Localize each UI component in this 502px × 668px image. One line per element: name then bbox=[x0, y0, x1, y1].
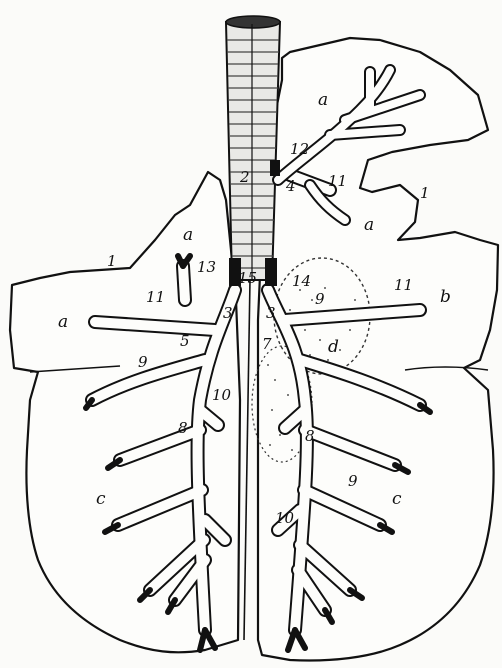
label-10-lower: 10 bbox=[275, 509, 295, 527]
label-c-left: c bbox=[96, 489, 106, 509]
label-7: 7 bbox=[262, 335, 272, 353]
label-14: 14 bbox=[292, 272, 311, 290]
label-9-right: 9 bbox=[348, 472, 358, 490]
label-12: 12 bbox=[290, 140, 309, 158]
label-1-right: 1 bbox=[420, 184, 430, 202]
label-a-upper-left: a bbox=[183, 225, 193, 245]
label-a-left: a bbox=[58, 312, 68, 332]
upper-branch-mark bbox=[270, 160, 280, 176]
label-2: 2 bbox=[239, 168, 250, 186]
label-8-right: 8 bbox=[305, 427, 315, 445]
label-a-mid-right: a bbox=[364, 215, 374, 235]
label-13: 13 bbox=[197, 258, 216, 276]
median-line bbox=[244, 280, 250, 640]
label-d: d bbox=[328, 337, 339, 357]
label-3-left: 3 bbox=[223, 304, 233, 322]
label-8-left: 8 bbox=[178, 419, 188, 437]
label-b: b bbox=[440, 287, 451, 307]
label-9-left: 9 bbox=[138, 353, 148, 371]
label-10-upper: 10 bbox=[212, 386, 232, 404]
trachea bbox=[226, 16, 280, 280]
label-11-right-upper: 11 bbox=[328, 172, 347, 190]
label-a-upper-right: a bbox=[318, 90, 328, 110]
right-main-bronchus-mark bbox=[265, 258, 277, 286]
label-11-left: 11 bbox=[146, 288, 165, 306]
label-5: 5 bbox=[180, 332, 190, 350]
label-1-left: 1 bbox=[107, 252, 117, 270]
label-c-right: c bbox=[392, 489, 402, 509]
label-3-right: 3 bbox=[266, 304, 276, 322]
label-15: 15 bbox=[238, 269, 257, 287]
label-11-right: 11 bbox=[394, 276, 413, 294]
label-4: 4 bbox=[285, 177, 296, 195]
label-9-upper: 9 bbox=[315, 290, 325, 308]
